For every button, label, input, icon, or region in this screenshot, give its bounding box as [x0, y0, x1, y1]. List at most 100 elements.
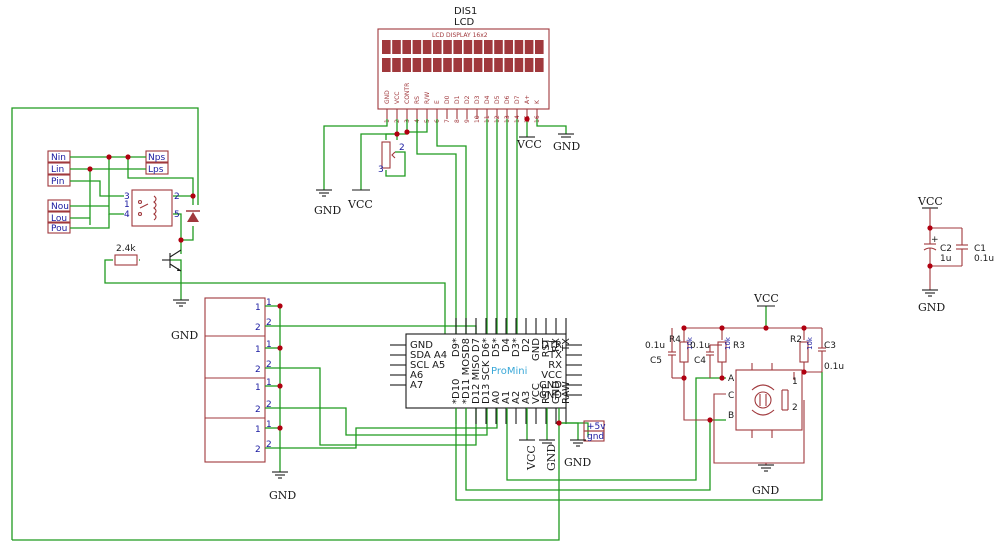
promini-pin-label: DTR: [541, 340, 562, 351]
promini-pin-label: *D11 MOSI: [461, 350, 472, 404]
promini-pin-label: D2: [521, 338, 532, 352]
lcd-char-cell: [453, 40, 462, 54]
promini-pin-label: TX: [548, 350, 562, 361]
lcd-char-cell: [473, 40, 483, 54]
promini-pin-label: TX: [561, 338, 572, 352]
lcd-char-cell: [524, 58, 534, 72]
lcd-display[interactable]: DIS1 LCD LCD DISPLAY 16x2 GND1VCC2CONTR3…: [377, 6, 550, 123]
terminal-label: Nps: [148, 153, 165, 163]
lcd-char-cell: [382, 40, 391, 54]
encoder-pin-c: C: [728, 391, 734, 401]
lcd-char-cell: [514, 40, 524, 54]
terminal-label: Nin: [51, 153, 66, 163]
r4-label: R4: [669, 335, 681, 345]
r2-value: 10k: [806, 336, 814, 350]
lcd-pin-number: 9: [464, 119, 471, 123]
promini-pin-label: D9*: [451, 338, 462, 357]
c4-label: C4: [694, 356, 706, 366]
decoupling-caps[interactable]: VCC + GND C2 1u C1 0.1u: [917, 195, 994, 314]
terminal-gnd-symbol: GND: [564, 439, 591, 469]
relay-pin-4: 4: [124, 210, 130, 220]
encoder-body: [735, 369, 803, 431]
lcd-pins: GND1VCC2CONTR3RS4R/W5E6D07D18D29D310D411…: [384, 83, 541, 123]
junction-dots: [87, 116, 933, 431]
lcd-pin-label: CONTR: [404, 83, 411, 104]
promini-pin-label: D13 SCK: [481, 360, 492, 404]
lcd-pin-label: D4: [484, 95, 491, 104]
resistor-value: 2.4k: [116, 244, 136, 254]
lcd-char-cell: [453, 58, 462, 72]
lcd-char-cell: [463, 58, 473, 72]
gnd-label: GND: [171, 329, 198, 342]
connector-pin-number: 1: [255, 303, 261, 313]
relay-gnd-symbol: GND: [171, 299, 198, 342]
connector-gnd-symbol: GND: [269, 471, 296, 502]
junction-dot: [277, 383, 283, 389]
c1-label: C1: [974, 244, 986, 254]
terminal-label: Lps: [148, 165, 164, 175]
contrast-potentiometer[interactable]: 2 3: [378, 141, 405, 175]
base-resistor[interactable]: 2.4k: [114, 244, 138, 266]
junction-dot: [404, 129, 410, 135]
r2-label: R2: [790, 335, 802, 345]
resistor-r2[interactable]: 10k: [799, 336, 814, 363]
lcd-char-cell: [504, 58, 513, 72]
terminal-label: Lou: [51, 214, 67, 224]
relay-component[interactable]: 3 1 4 2 5: [124, 189, 180, 227]
lcd-gnd-symbol: GND: [314, 189, 341, 217]
promini-pin-label: SDA A4: [410, 350, 447, 361]
gnd-label: GND: [269, 489, 296, 502]
promini-pin-label: A0: [491, 391, 502, 404]
junction-dot: [927, 263, 933, 269]
promini-pin-label: VCC: [541, 370, 562, 381]
c3-value: 0.1u: [824, 362, 844, 372]
promini-pin-label: GND: [410, 340, 433, 351]
lcd-value: LCD: [454, 17, 475, 28]
junction-dot: [178, 237, 184, 243]
c5-value: 0.1u: [645, 341, 665, 351]
junction-dot: [801, 369, 807, 375]
resistor-r3[interactable]: 10k: [717, 336, 732, 363]
promini-pin-label: D8: [461, 338, 472, 352]
lcd-pin-label: A+: [524, 95, 531, 104]
promini-pin-label: VCC: [531, 383, 542, 404]
vcc-label: VCC: [753, 292, 779, 305]
plus5v-gnd-terminals[interactable]: +5v gnd: [583, 420, 606, 442]
lcd-char-cell: [494, 58, 503, 72]
resistor-r4[interactable]: 10k: [679, 336, 694, 363]
connector-pin-number: 2: [255, 323, 261, 333]
encoder-pin-a: A: [728, 374, 735, 384]
junction-dot: [719, 325, 725, 331]
lcd-char-cell: [402, 40, 411, 54]
transistor[interactable]: [162, 249, 182, 272]
terminal-label: Nou: [51, 202, 69, 212]
lcd-pin-number: 7: [444, 119, 451, 123]
terminal-label: Pou: [51, 224, 67, 234]
junction-dot: [190, 193, 196, 199]
lcd-char-cell: [443, 40, 452, 54]
promini-pin-label: GND: [551, 381, 562, 404]
lcd-pin-label: VCC: [394, 92, 401, 104]
junction-dot: [87, 166, 93, 172]
lcd-pin-number: 8: [454, 119, 461, 123]
flyback-diode[interactable]: [186, 210, 200, 222]
junction-dot: [394, 131, 400, 137]
lcd-char-cell: [535, 40, 544, 54]
connector-pin-number: 2: [255, 365, 261, 375]
rotary-encoder[interactable]: A C B 1 2: [728, 363, 803, 438]
junction-dot: [125, 154, 131, 160]
promini-pin-label: RX: [548, 360, 562, 371]
relay-pin-2: 2: [174, 192, 180, 202]
gnd-label: GND: [545, 444, 558, 471]
connector-body: [204, 297, 266, 463]
encoder-wires: [683, 306, 822, 465]
junction-dot: [681, 325, 687, 331]
pot-pin-3: 3: [378, 165, 384, 175]
vcc-label: VCC: [516, 138, 542, 151]
promini-pin-label: *D10: [451, 379, 462, 404]
connector-pin-number: 2: [255, 405, 261, 415]
